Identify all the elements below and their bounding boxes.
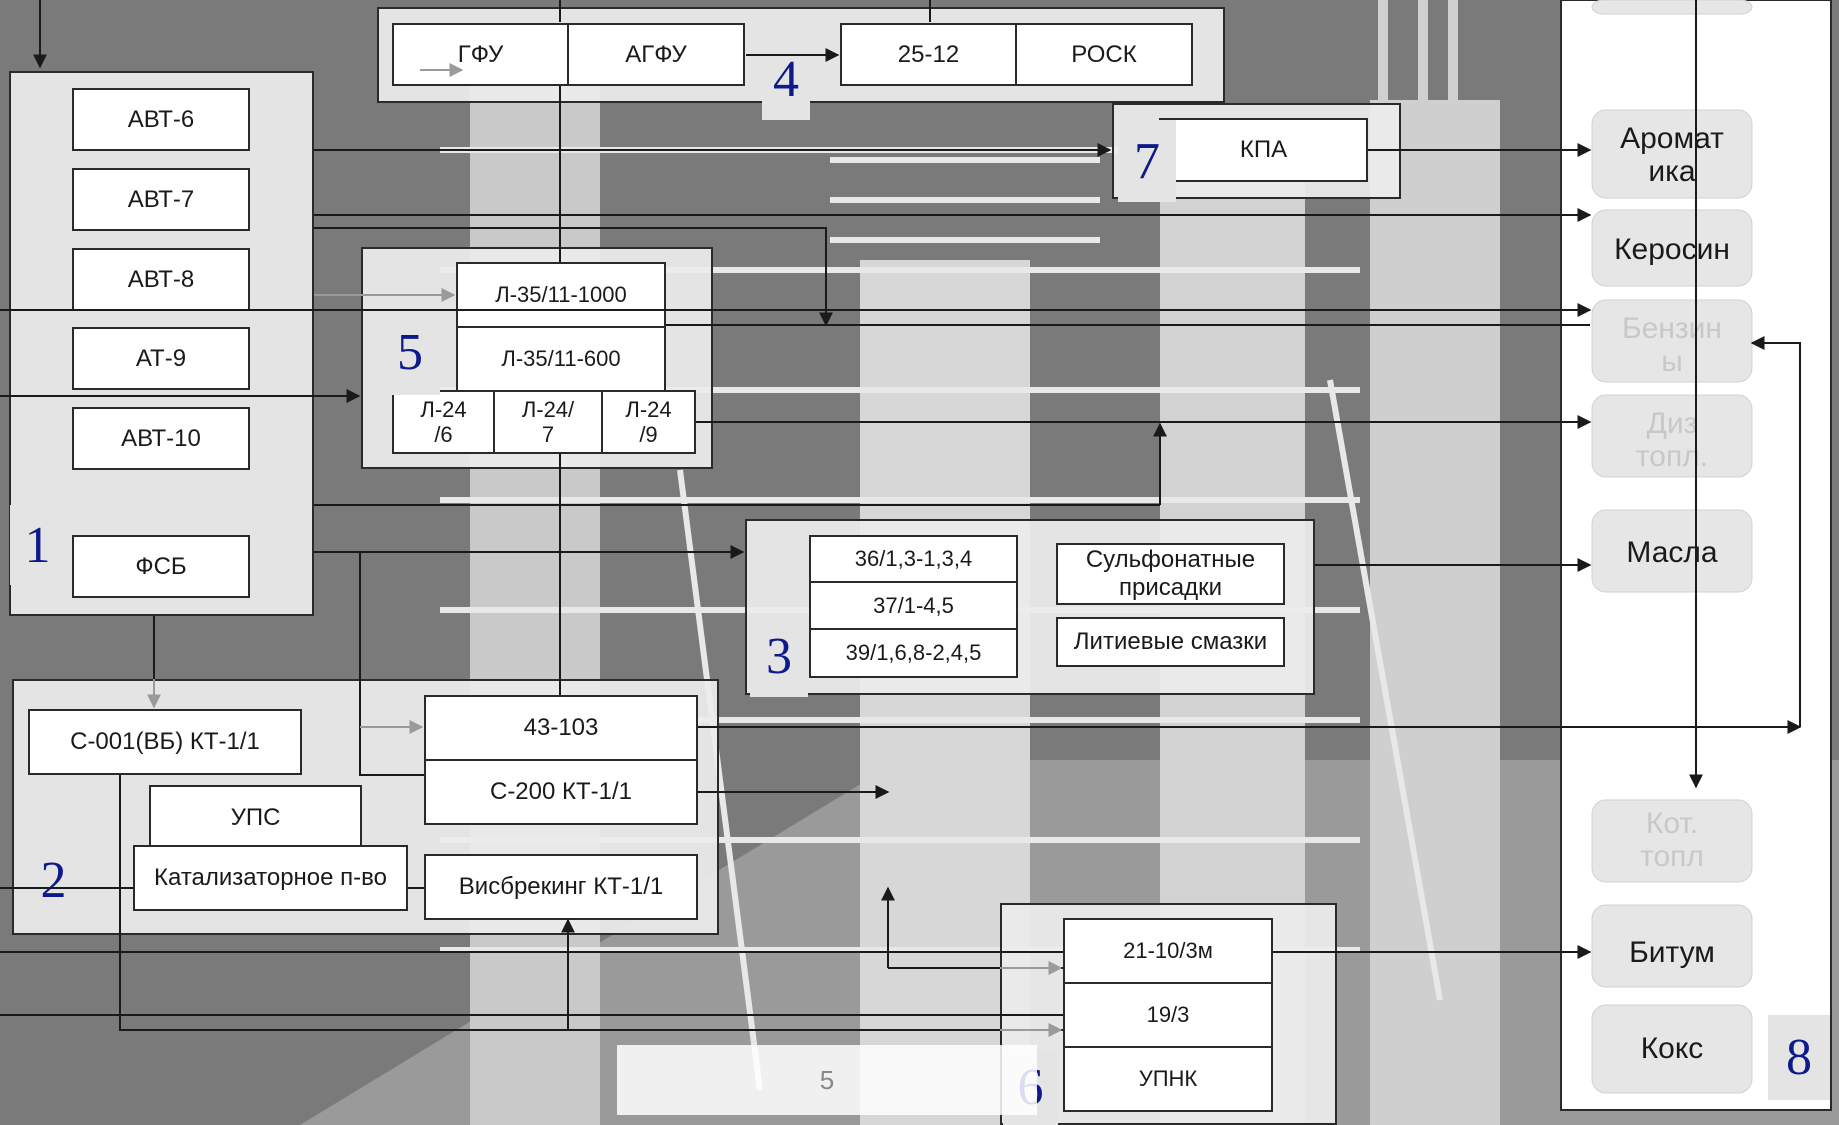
unit-19-3-label: 19/3: [1147, 1002, 1190, 1027]
unit-39-label: 39/1,6,8-2,4,5: [846, 640, 982, 665]
unit-36-label: 36/1,3-1,3,4: [855, 546, 972, 571]
unit-gfu: ГФУ: [392, 23, 569, 86]
unit-rosk: РОСК: [1015, 23, 1193, 86]
unit-ups-label: УПС: [231, 804, 281, 832]
unit-l35-600: Л-35/11-600: [456, 326, 666, 392]
product-aromatics: Аромат ика: [1592, 115, 1752, 195]
group-2-number: 2: [25, 838, 82, 923]
unit-avt10: АВТ-10: [72, 407, 250, 470]
unit-avt7: АВТ-7: [72, 168, 250, 231]
unit-lithium-greases-label: Литиевые смазки: [1074, 628, 1267, 656]
unit-at9-label: АТ-9: [136, 345, 186, 373]
unit-upnk-label: УПНК: [1139, 1066, 1198, 1091]
unit-agfu-label: АГФУ: [625, 41, 686, 69]
unit-at9: АТ-9: [72, 327, 250, 390]
unit-l24-6-label: Л-24 /6: [416, 397, 471, 448]
unit-ups: УПС: [149, 785, 362, 851]
unit-avt8: АВТ-8: [72, 248, 250, 311]
unit-l35-600-label: Л-35/11-600: [501, 346, 620, 371]
unit-43-103-label: 43-103: [524, 714, 599, 742]
group-8-number: 8: [1768, 1015, 1830, 1100]
unit-19-3: 19/3: [1063, 982, 1273, 1048]
unit-l24-9: Л-24 /9: [601, 390, 696, 454]
product-bitumen: Битум: [1592, 921, 1752, 983]
unit-25-12: 25-12: [840, 23, 1017, 86]
unit-25-12-label: 25-12: [898, 41, 959, 69]
unit-visbreaking: Висбрекинг КТ-1/1: [424, 854, 698, 920]
unit-l24-7: Л-24/ 7: [493, 390, 603, 454]
product-kerosene: Керосин: [1592, 218, 1752, 280]
unit-visbreaking-label: Висбрекинг КТ-1/1: [459, 873, 663, 901]
unit-agfu: АГФУ: [567, 23, 745, 86]
unit-sulfonate-additives: Сульфонатные присадки: [1056, 543, 1285, 605]
unit-l24-6: Л-24 /6: [392, 390, 495, 454]
unit-36: 36/1,3-1,3,4: [809, 535, 1018, 583]
unit-lithium-greases: Литиевые смазки: [1056, 617, 1285, 667]
unit-rosk-label: РОСК: [1071, 41, 1136, 69]
unit-avt7-label: АВТ-7: [128, 186, 194, 214]
product-diesel: Диз топл.: [1592, 400, 1752, 480]
unit-c200-label: С-200 КТ-1/1: [490, 778, 632, 806]
unit-avt6: АВТ-6: [72, 88, 250, 151]
unit-avt8-label: АВТ-8: [128, 266, 194, 294]
unit-21-10: 21-10/3м: [1063, 918, 1273, 984]
group-5-number: 5: [380, 310, 440, 395]
unit-catalyst-production-label: Катализаторное п-во: [154, 864, 387, 892]
product-coke: Кокс: [1592, 1017, 1752, 1079]
unit-avt10-label: АВТ-10: [121, 425, 201, 453]
unit-21-10-label: 21-10/3м: [1123, 938, 1213, 963]
product-fuel-oil: Кот. топл: [1592, 800, 1752, 880]
group-7-number: 7: [1118, 120, 1176, 202]
unit-gfu-label: ГФУ: [458, 41, 503, 69]
group-3-number: 3: [750, 615, 808, 697]
unit-kpa-label: КПА: [1240, 136, 1287, 164]
product-oils: Масла: [1592, 521, 1752, 583]
group-1-number: 1: [10, 505, 65, 585]
product-gasoline: Бензин ы: [1592, 305, 1752, 385]
page-number: 5: [617, 1045, 1037, 1115]
unit-upnk: УПНК: [1063, 1046, 1273, 1112]
unit-fsb: ФСБ: [72, 535, 250, 598]
unit-l35-1000: Л-35/11-1000: [456, 262, 666, 328]
unit-c200: С-200 КТ-1/1: [424, 759, 698, 825]
unit-catalyst-production: Катализаторное п-во: [133, 845, 408, 911]
unit-sulfonate-additives-label: Сульфонатные присадки: [1058, 546, 1283, 601]
unit-37: 37/1-4,5: [809, 581, 1018, 630]
unit-37-label: 37/1-4,5: [873, 593, 954, 618]
unit-l24-7-label: Л-24/ 7: [519, 397, 577, 448]
group-4-number: 4: [762, 38, 810, 120]
unit-l24-9-label: Л-24 /9: [623, 397, 674, 448]
unit-39: 39/1,6,8-2,4,5: [809, 628, 1018, 678]
unit-avt6-label: АВТ-6: [128, 106, 194, 134]
unit-43-103: 43-103: [424, 695, 698, 761]
unit-l35-1000-label: Л-35/11-1000: [495, 282, 626, 307]
unit-kpa: КПА: [1159, 118, 1368, 182]
unit-fsb-label: ФСБ: [135, 553, 186, 581]
unit-c001: С-001(ВБ) КТ-1/1: [28, 709, 302, 775]
unit-c001-label: С-001(ВБ) КТ-1/1: [70, 728, 260, 756]
